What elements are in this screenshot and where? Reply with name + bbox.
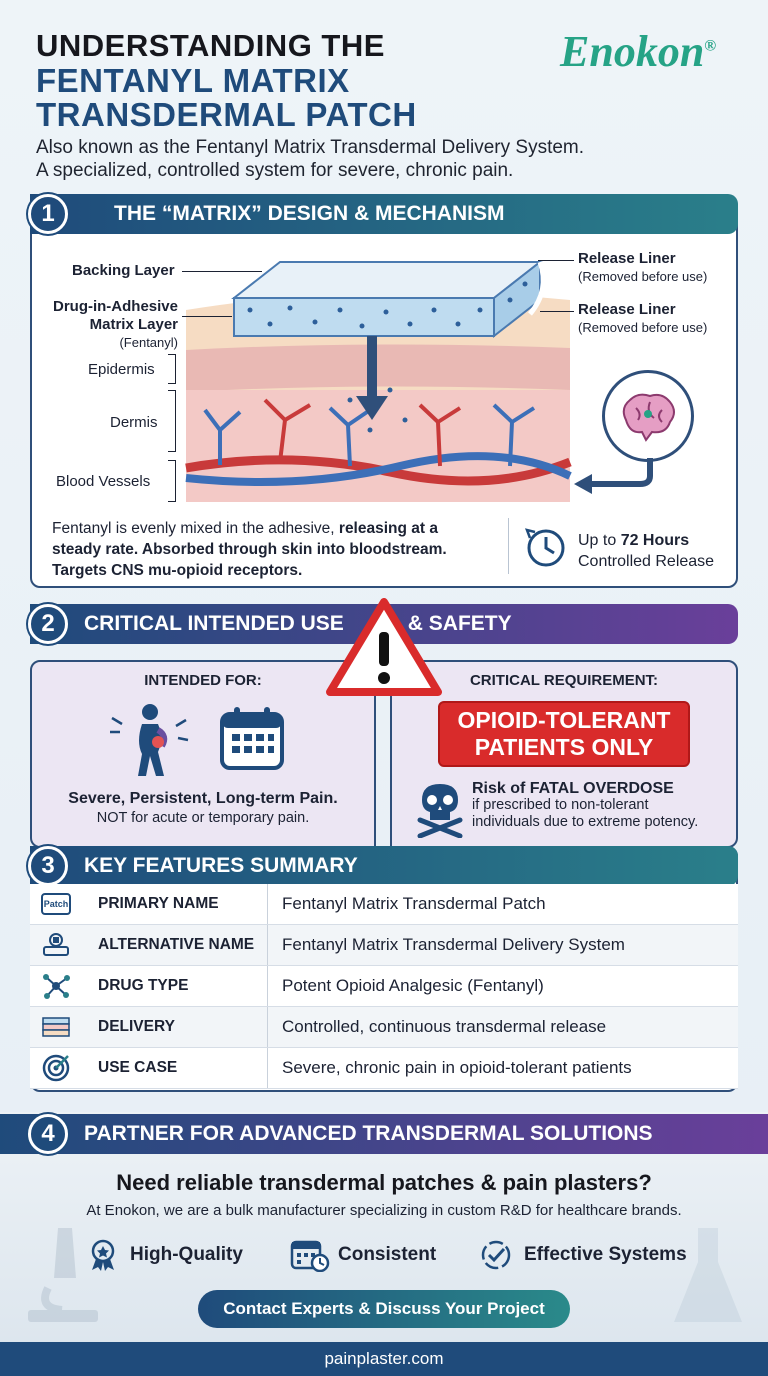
molecule-icon — [30, 972, 82, 1000]
section4-banner: PARTNER FOR ADVANCED TRANSDERMAL SOLUTIO… — [0, 1114, 768, 1154]
skull-crossbones-icon — [417, 784, 463, 838]
risk-text: Risk of FATAL OVERDOSE if prescribed to … — [472, 780, 699, 830]
table-row: DELIVERY Controlled, continuous transder… — [30, 1007, 738, 1048]
capillary-left — [203, 408, 242, 465]
table-row: Patch PRIMARY NAME Fentanyl Matrix Trans… — [30, 884, 738, 925]
feature-high-quality: High-Quality — [84, 1238, 243, 1272]
brain-icon — [622, 393, 675, 442]
release-liner-label-2: Release Liner (Removed before use) — [578, 301, 708, 335]
microscope-icon — [28, 1228, 98, 1322]
feature-value: Fentanyl Matrix Transdermal Delivery Sys… — [282, 935, 625, 954]
feature-value: Severe, chronic pain in opioid-tolerant … — [282, 1058, 632, 1077]
brain-receptor-icon — [602, 370, 694, 462]
back-pain-icon — [110, 704, 189, 776]
feature-effective-systems: Effective Systems — [476, 1238, 687, 1272]
subtitle: Also known as the Fentanyl Matrix Transd… — [36, 137, 585, 181]
partner-body: At Enokon, we are a bulk manufacturer sp… — [86, 1202, 682, 1219]
intended-for-heading: INTENDED FOR: — [144, 672, 262, 689]
intended-note: NOT for acute or temporary pain. — [96, 810, 310, 826]
backing-leader — [182, 271, 262, 272]
feature-key: USE CASE — [82, 1048, 268, 1088]
section1-banner: THE “MATRIX” DESIGN & MECHANISM — [30, 194, 738, 234]
clock-icon — [524, 528, 565, 567]
title-line-1: UNDERSTANDING THE — [36, 28, 385, 63]
epidermis-layer — [186, 344, 570, 392]
target-icon — [30, 1053, 82, 1083]
skin-diagram — [185, 259, 572, 502]
text-divider — [508, 518, 509, 574]
section1-title: THE “MATRIX” DESIGN & MECHANISM — [114, 202, 505, 225]
flask-icon — [674, 1228, 742, 1322]
matrix-layer-front — [233, 297, 495, 337]
footer-url[interactable]: painplaster.com — [0, 1342, 768, 1376]
capillary-blue-2 — [328, 406, 372, 467]
skin-layer-icon — [30, 1014, 82, 1040]
award-icon — [91, 1239, 115, 1271]
contact-experts-button[interactable]: Contact Experts & Discuss Your Project — [198, 1290, 570, 1328]
system-icon — [30, 931, 82, 959]
feature-value: Fentanyl Matrix Transdermal Patch — [282, 894, 546, 913]
warning-icon — [326, 598, 442, 696]
feature-key: DELIVERY — [82, 1007, 268, 1047]
drug-dots — [247, 281, 528, 433]
blood-vessels-label: Blood Vessels — [56, 473, 151, 490]
check-target-icon — [481, 1240, 511, 1270]
mechanism-text: Fentanyl is evenly mixed in the adhesive… — [52, 520, 447, 579]
feature-value: Potent Opioid Analgesic (Fentanyl) — [282, 976, 544, 995]
section2-number: 2 — [28, 604, 68, 644]
feature-key: DRUG TYPE — [82, 966, 268, 1006]
section1-number: 1 — [28, 194, 68, 234]
dermis-bracket — [168, 390, 176, 452]
section2-title-right: & SAFETY — [407, 612, 512, 635]
table-row: USE CASE Severe, chronic pain in opioid-… — [30, 1048, 738, 1089]
liner-leader-2 — [540, 311, 574, 312]
intended-use-panel — [30, 660, 376, 848]
release-liner-peel — [528, 261, 546, 316]
matrix-leader — [182, 316, 232, 317]
intended-main: Severe, Persistent, Long-term Pain. — [68, 790, 338, 807]
brain-connector-arrow — [574, 458, 653, 494]
section3-number: 3 — [28, 846, 68, 886]
section4-title: PARTNER FOR ADVANCED TRANSDERMAL SOLUTIO… — [84, 1122, 653, 1145]
features-table: Patch PRIMARY NAME Fentanyl Matrix Trans… — [30, 884, 738, 1089]
feature-key: ALTERNATIVE NAME — [82, 925, 268, 965]
matrix-layer-label: Drug-in-Adhesive Matrix Layer (Fentanyl) — [52, 298, 178, 350]
section3-banner: KEY FEATURES SUMMARY — [30, 846, 738, 886]
liner-leader-1 — [538, 260, 574, 261]
partner-headline: Need reliable transdermal patches & pain… — [116, 1170, 652, 1195]
opioid-tolerant-box: OPIOID-TOLERANT PATIENTS ONLY — [438, 701, 690, 767]
calendar-icon — [220, 707, 284, 770]
epidermis-label: Epidermis — [88, 361, 155, 378]
capillary-red-3 — [418, 403, 462, 467]
patch-icon: Patch — [30, 893, 82, 915]
section2-title-left: CRITICAL INTENDED USE — [84, 612, 344, 635]
dermis-label: Dermis — [110, 414, 158, 431]
section3-title: KEY FEATURES SUMMARY — [84, 854, 358, 877]
section4-number: 4 — [28, 1114, 68, 1154]
release-liner-label-1: Release Liner (Removed before use) — [578, 250, 708, 284]
calendar-clock-icon — [290, 1240, 330, 1272]
backing-layer-label: Backing Layer — [72, 262, 175, 279]
brand-logo: Enokon® — [560, 27, 717, 76]
feature-consistent: Consistent — [290, 1238, 436, 1272]
epidermis-bracket — [168, 354, 176, 384]
table-row: ALTERNATIVE NAME Fentanyl Matrix Transde… — [30, 925, 738, 966]
backing-layer — [231, 261, 543, 299]
critical-requirement-heading: CRITICAL REQUIREMENT: — [469, 672, 659, 689]
release-duration: Up to 72 Hours Controlled Release — [578, 532, 715, 570]
blue-vessel — [185, 452, 572, 486]
feature-key: PRIMARY NAME — [82, 884, 268, 924]
title-line-2: FENTANYL MATRIX — [36, 62, 350, 99]
vessels-bracket — [168, 460, 176, 502]
feature-value: Controlled, continuous transdermal relea… — [282, 1017, 607, 1036]
capillary-red-1 — [263, 398, 312, 463]
title-line-3: TRANSDERMAL PATCH — [36, 96, 417, 133]
table-row: DRUG TYPE Potent Opioid Analgesic (Fenta… — [30, 966, 738, 1007]
absorption-arrow-head — [356, 396, 388, 420]
capillary-blue-4 — [492, 403, 536, 467]
